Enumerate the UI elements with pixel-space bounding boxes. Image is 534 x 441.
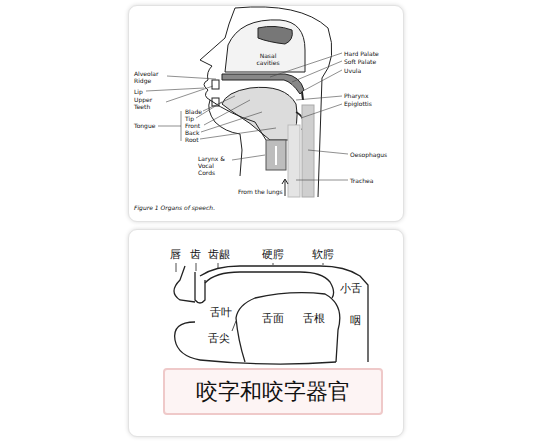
oesophagus (302, 105, 314, 197)
part-label: 舌叶 (210, 306, 232, 319)
part-label: 舌尖 (208, 332, 230, 345)
part-label: Nasal cavities (250, 52, 286, 66)
jaw-floor (200, 360, 336, 364)
part-label: 齿龈 (208, 248, 230, 261)
part-label: Back (185, 129, 200, 136)
part-label: Uvula (344, 67, 361, 74)
upper-teeth (212, 80, 219, 89)
part-label: Root (185, 136, 199, 143)
part-label: Hard Palate (344, 50, 379, 57)
part-label: Front (185, 122, 200, 129)
part-label: Lip (134, 88, 143, 95)
outer-palate-line (200, 266, 368, 362)
figure-caption: Figure 1 Organs of speech. (134, 204, 215, 211)
lower-lip (175, 322, 200, 360)
turbinate (258, 26, 292, 44)
inner-palate-line (205, 272, 334, 298)
trachea (288, 125, 300, 197)
title-text: 咬字和咬字器官 (196, 377, 350, 407)
part-label: Oesophagus (350, 151, 387, 158)
part-label: Blade (185, 108, 202, 115)
part-label: Epiglottis (344, 100, 372, 107)
part-label: Pharynx (344, 92, 368, 99)
lung-air-arrow (282, 179, 288, 196)
part-label: Tongue (134, 122, 155, 129)
part-label: Larynx & Vocal Cords (198, 155, 231, 177)
part-label: 硬腭 (262, 248, 284, 261)
vocal-cords (275, 146, 277, 165)
tick-lines (176, 263, 323, 331)
part-label: 咽 (350, 314, 361, 327)
part-label: Trachea (350, 177, 373, 184)
larynx (266, 140, 286, 170)
uvula (302, 92, 303, 100)
title-box: 咬字和咬字器官 (163, 368, 383, 415)
part-label: From the lungs (238, 188, 283, 195)
upper-tooth (195, 272, 205, 303)
part-label: 舌根 (303, 312, 325, 325)
tongue-outline (236, 293, 340, 362)
part-label: Upper Teeth (134, 96, 162, 110)
part-label: 软腭 (312, 248, 334, 261)
part-label: 齿 (190, 248, 201, 261)
part-label: 唇 (170, 248, 181, 261)
part-label: 小舌 (340, 282, 362, 295)
part-label: Tip (185, 115, 194, 122)
leader-lines (146, 53, 348, 180)
part-label: Alveolar Ridge (134, 70, 164, 84)
part-label: Soft Palate (344, 58, 376, 65)
part-label: 舌面 (262, 312, 284, 325)
upper-lip (174, 266, 195, 302)
nasal-cavity (225, 20, 305, 72)
